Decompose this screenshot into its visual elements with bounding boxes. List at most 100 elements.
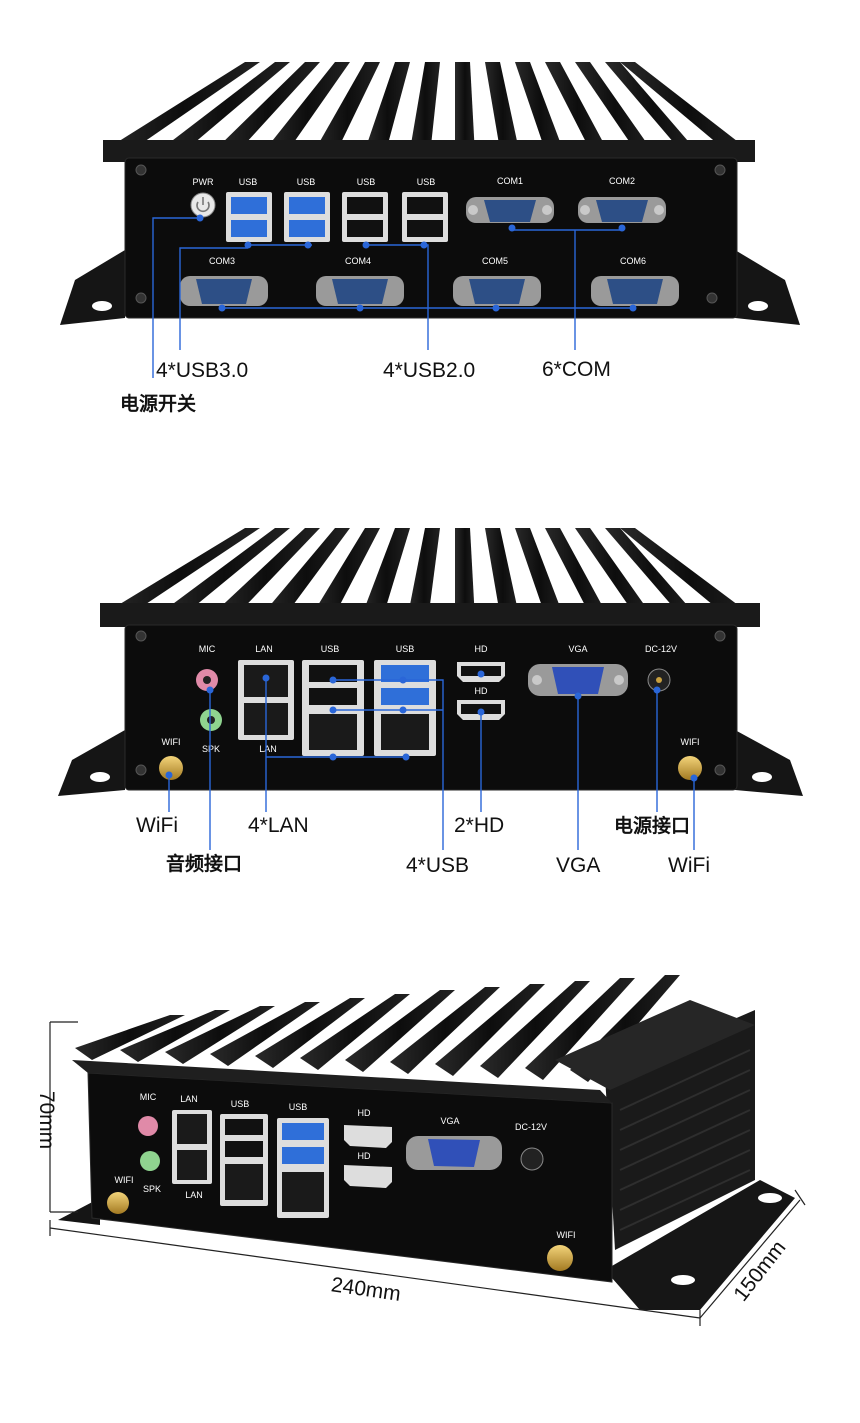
com2-port[interactable] <box>596 200 648 222</box>
lan-label-bottom: LAN <box>259 744 277 754</box>
dc-label: DC-12V <box>645 644 677 654</box>
iso-lan-port[interactable] <box>177 1150 207 1180</box>
usb2-port[interactable] <box>347 197 383 214</box>
iso-usb3-port[interactable] <box>282 1123 324 1140</box>
iso-lan-label-bottom: LAN <box>185 1190 203 1200</box>
iso-heatsink-fins <box>75 975 680 1082</box>
iso-side-top <box>555 1000 755 1090</box>
iso-foot-slot <box>758 1193 782 1203</box>
usb-label-3: USB <box>357 177 376 187</box>
iso-lan-port[interactable] <box>282 1172 324 1212</box>
callout-usb20: 4*USB2.0 <box>383 359 475 382</box>
com5-label: COM5 <box>482 256 508 266</box>
iso-lan-port[interactable] <box>225 1164 263 1200</box>
com5-port[interactable] <box>469 279 525 304</box>
iso-hd-port[interactable] <box>344 1125 392 1148</box>
wifi-connector-right[interactable] <box>678 756 702 780</box>
usb-label-4: USB <box>417 177 436 187</box>
rear-left-foot <box>58 730 125 796</box>
rear-heatsink-fins <box>102 528 758 620</box>
rear-usb-label-1: USB <box>321 644 340 654</box>
callout-vga: VGA <box>556 854 600 877</box>
com3-port[interactable] <box>196 279 252 304</box>
vga-screw <box>532 675 542 685</box>
usb3-port[interactable] <box>289 197 325 214</box>
vga-label: VGA <box>568 644 587 654</box>
usb2-port[interactable] <box>407 220 443 237</box>
usb-label-2: USB <box>297 177 316 187</box>
iso-dc-label: DC-12V <box>515 1122 547 1132</box>
iso-usb-label-2: USB <box>289 1102 308 1112</box>
front-com-row-1: COM1 COM2 <box>466 176 666 223</box>
iso-usb-label-1: USB <box>231 1099 250 1109</box>
iso-wifi-connector-right[interactable] <box>547 1245 573 1271</box>
callout-wifi-right: WiFi <box>668 854 710 877</box>
dc-jack-pin <box>656 677 662 683</box>
usb3-port[interactable] <box>231 197 267 214</box>
iso-vga-label: VGA <box>440 1116 459 1126</box>
front-top-rim <box>103 140 755 162</box>
iso-wifi-label-left: WIFI <box>115 1175 134 1185</box>
iso-wifi-connector-left[interactable] <box>107 1192 129 1214</box>
com1-port[interactable] <box>484 200 536 222</box>
usb2-port[interactable] <box>407 197 443 214</box>
iso-hd-port[interactable] <box>344 1165 392 1188</box>
iso-left-foot <box>58 1198 100 1225</box>
vga-screw <box>614 675 624 685</box>
iso-lan-port[interactable] <box>177 1114 207 1144</box>
front-right-foot-slot <box>748 301 768 311</box>
lan-port[interactable] <box>381 714 429 750</box>
rear-usb-label-2: USB <box>396 644 415 654</box>
front-left-foot <box>60 250 125 325</box>
dimension-height: 70mm <box>35 1091 58 1149</box>
rear-top-rim <box>100 603 760 627</box>
iso-usb3-port[interactable] <box>282 1147 324 1164</box>
iso-dc-jack[interactable] <box>520 1147 544 1171</box>
callout-audio: 音频接口 <box>166 852 242 875</box>
usb3-port[interactable] <box>381 665 429 682</box>
iso-mic-jack[interactable] <box>138 1116 158 1136</box>
com6-port[interactable] <box>607 279 663 304</box>
front-left-foot-slot <box>92 301 112 311</box>
rear-right-foot-slot <box>752 772 772 782</box>
iso-vga-port[interactable] <box>428 1139 480 1167</box>
callout-com: 6*COM <box>542 358 611 381</box>
iso-usb2-port[interactable] <box>225 1119 263 1135</box>
iso-lan-label-top: LAN <box>180 1094 198 1104</box>
iso-view: MIC SPK LAN LAN USB USB HD HD VGA DC-12V… <box>35 975 806 1326</box>
com1-label: COM1 <box>497 176 523 186</box>
com4-port[interactable] <box>332 279 388 304</box>
iso-usb2-port[interactable] <box>225 1141 263 1157</box>
usb2-port[interactable] <box>309 688 357 705</box>
callout-usb30: 4*USB3.0 <box>156 359 248 382</box>
vga-port[interactable] <box>552 667 604 694</box>
iso-hd-label-2: HD <box>358 1151 371 1161</box>
rear-view: MIC SPK LAN LAN USB USB HD HD VGA <box>58 528 803 877</box>
com3-label: COM3 <box>209 256 235 266</box>
iso-mic-label: MIC <box>140 1092 157 1102</box>
com6-label: COM6 <box>620 256 646 266</box>
dimension-width: 240mm <box>330 1273 403 1306</box>
iso-hd-label-1: HD <box>358 1108 371 1118</box>
wifi-connector-left[interactable] <box>159 756 183 780</box>
usb3-port[interactable] <box>289 220 325 237</box>
pwr-label: PWR <box>193 177 214 187</box>
callout-power-switch: 电源开关 <box>120 392 196 415</box>
usb3-port[interactable] <box>231 220 267 237</box>
usb-label-1: USB <box>239 177 258 187</box>
usb2-port[interactable] <box>309 665 357 682</box>
spk-label: SPK <box>202 744 220 754</box>
rear-left-foot-slot <box>90 772 110 782</box>
lan-port[interactable] <box>309 714 357 750</box>
dimension-lines <box>49 1021 806 1326</box>
wifi-label-left: WIFI <box>162 737 181 747</box>
iso-spk-jack[interactable] <box>140 1151 160 1171</box>
hd-label-1: HD <box>475 644 488 654</box>
usb3-port[interactable] <box>381 688 429 705</box>
rear-leader-lines <box>165 670 698 850</box>
com4-label: COM4 <box>345 256 371 266</box>
rear-screws <box>135 630 726 776</box>
mic-label: MIC <box>199 644 216 654</box>
usb2-port[interactable] <box>347 220 383 237</box>
